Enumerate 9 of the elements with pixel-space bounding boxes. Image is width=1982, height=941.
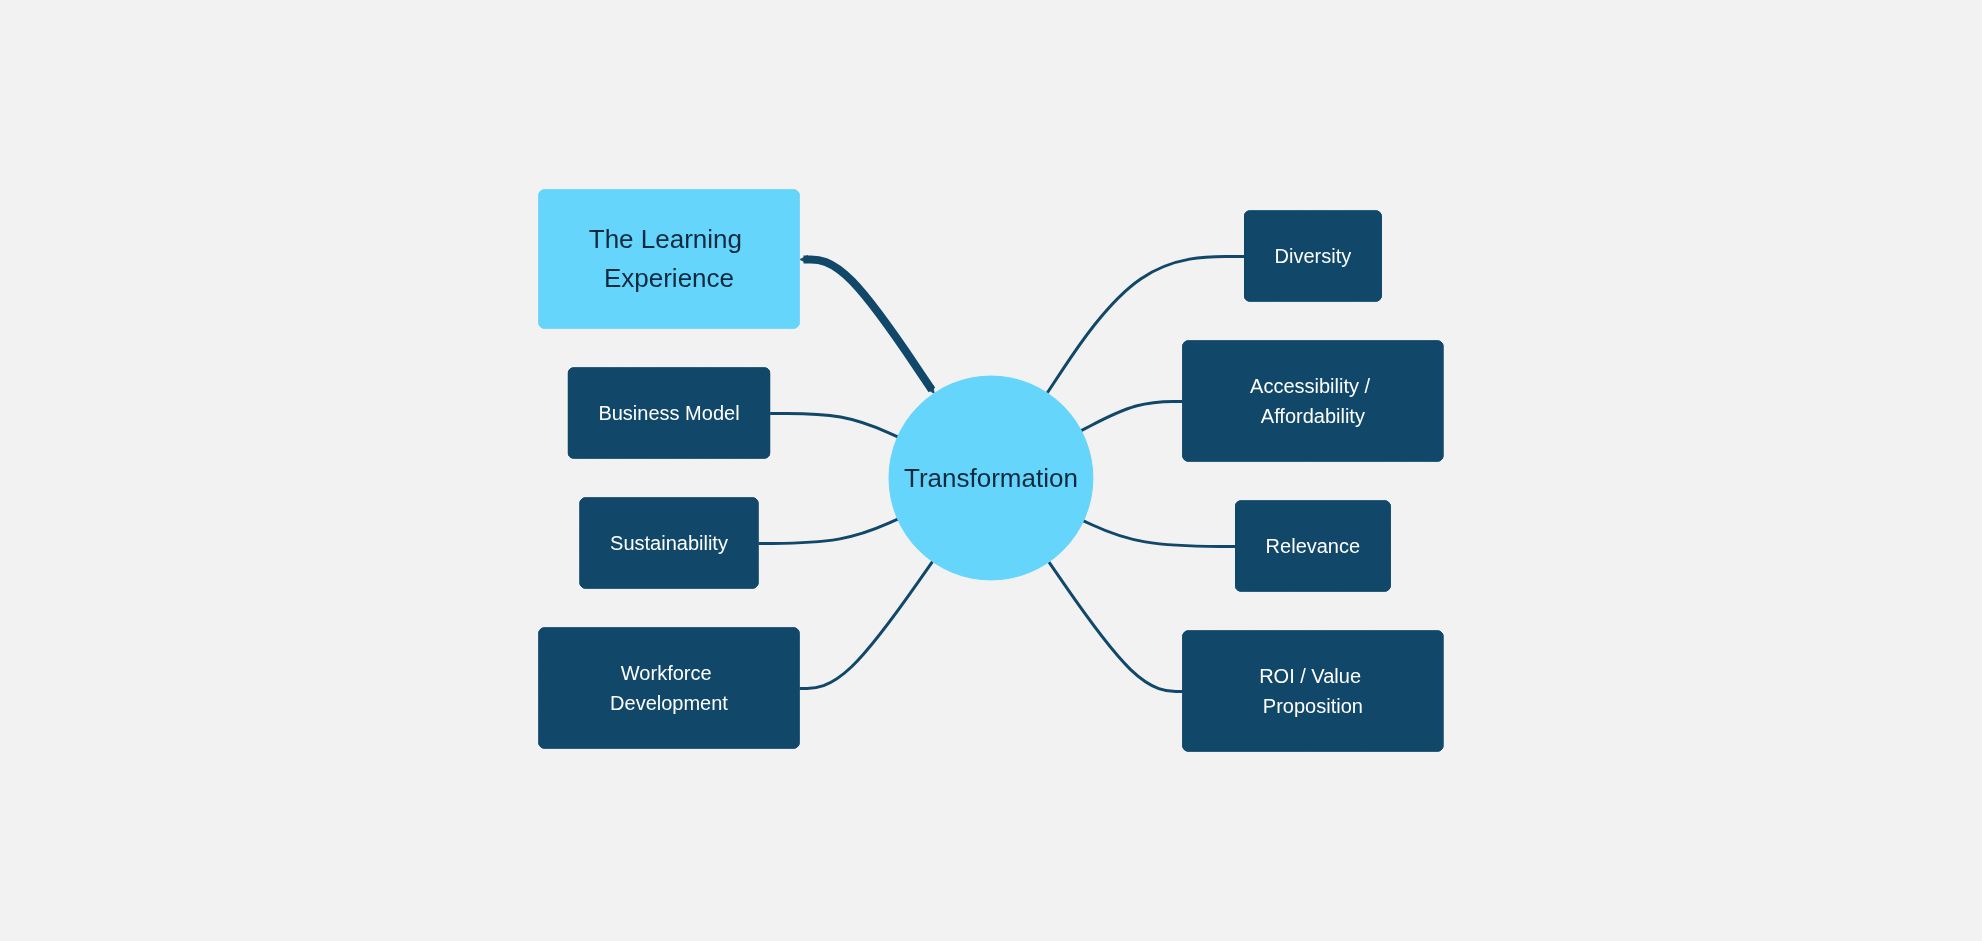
connector — [1047, 561, 1184, 693]
connector — [770, 411, 899, 439]
node-circle: Transformation — [888, 375, 1094, 581]
connector — [1080, 399, 1184, 432]
connector — [1082, 519, 1237, 548]
connector — [1046, 254, 1246, 394]
connector — [758, 517, 899, 545]
arrow — [799, 255, 936, 394]
connector — [799, 560, 934, 690]
